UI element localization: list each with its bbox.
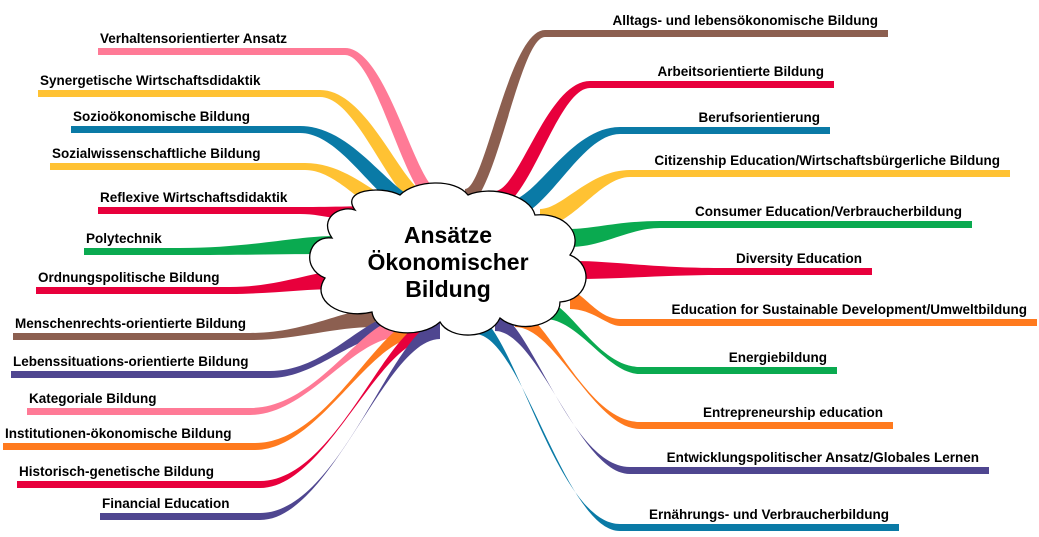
branch-underline [71,126,300,133]
branch-ribbon [575,261,720,279]
branch-left-11: Historisch-genetische Bildung [17,321,430,488]
branch-label: Kategoriale Bildung [29,391,157,406]
branch-label: Education for Sustainable Development/Um… [671,302,1027,317]
center-node: Ansätze Ökonomischer Bildung [309,182,587,336]
branch-label: Citizenship Education/Wirtschaftsbürgerl… [654,153,1000,168]
branch-underline [545,30,888,37]
center-cloud-shape [309,182,587,336]
branch-underline [36,287,230,294]
branch-right-7: Energiebildung [545,301,837,374]
branch-right-0: Alltags- und lebensökonomische Bildung [465,13,888,207]
branch-label: Alltags- und lebensökonomische Bildung [612,13,878,28]
branch-ribbon [495,81,590,209]
branch-right-2: Berufsorientierung [508,110,830,219]
branch-ribbon [508,127,620,219]
branch-ribbon [570,291,620,326]
branch-left-5: Polytechnik [84,231,335,255]
branch-ribbon [230,271,340,294]
branch-label: Synergetische Wirtschaftsdidaktik [40,73,261,88]
branch-underline [620,524,899,531]
branch-underline [640,422,893,429]
branch-label: Historisch-genetische Bildung [19,464,214,479]
branch-right-3: Citizenship Education/Wirtschaftsbürgerl… [540,153,1010,227]
branch-label: Sozialwissenschaftliche Bildung [52,146,261,161]
center-title-line-2: Ökonomischer [367,249,528,275]
branch-ribbon [250,319,400,415]
branch-ribbon [180,236,335,255]
branch-layer: Verhaltensorientierter AnsatzSynergetisc… [3,13,1037,531]
branch-label: Diversity Education [736,251,862,266]
branch-right-4: Consumer Education/Verbraucherbildung [570,204,972,247]
branch-underline [640,367,837,374]
branch-ribbon [570,221,660,247]
branch-label: Menschenrechts-orientierte Bildung [15,316,246,331]
branch-ribbon [495,313,630,474]
branch-ribbon [465,30,545,207]
branch-label: Arbeitsorientierte Bildung [657,64,824,79]
branch-label: Polytechnik [86,231,162,246]
branch-underline [38,90,320,97]
branch-ribbon [250,309,375,340]
branch-underline [11,371,270,378]
branch-underline [84,248,180,255]
branch-underline [98,48,345,55]
branch-label: Berufsorientierung [698,110,820,125]
branch-underline [630,467,989,474]
branch-ribbon [260,321,430,488]
branch-label: Entrepreneurship education [703,405,883,420]
branch-left-0: Verhaltensorientierter Ansatz [98,31,440,209]
branch-right-8: Entrepreneurship education [515,309,893,429]
branch-ribbon [540,170,630,227]
branch-right-1: Arbeitsorientierte Bildung [495,64,834,209]
branch-underline [620,127,830,134]
branch-label: Financial Education [102,496,230,511]
branch-label: Consumer Education/Verbraucherbildung [695,204,962,219]
branch-left-12: Financial Education [100,321,440,520]
branch-left-1: Synergetische Wirtschaftsdidaktik [38,73,432,214]
branch-label: Ordnungspolitische Bildung [38,270,220,285]
branch-ribbon [345,48,440,209]
branch-ribbon [260,321,440,520]
center-title-line-3: Bildung [405,276,491,302]
branch-underline [630,170,1010,177]
branch-label: Energiebildung [729,350,827,365]
branch-underline [620,319,1037,326]
branch-label: Lebenssituations-orientierte Bildung [13,354,249,369]
branch-ribbon [475,316,620,531]
branch-left-8: Lebenssituations-orientierte Bildung [11,316,395,378]
branch-underline [590,81,834,88]
branch-left-9: Kategoriale Bildung [27,319,400,415]
branch-right-5: Diversity Education [575,251,872,279]
branch-ribbon [255,319,420,450]
branch-ribbon [270,316,395,378]
branch-underline [720,268,872,275]
branch-label: Reflexive Wirtschaftsdidaktik [100,190,288,205]
branch-right-10: Ernährungs- und Verbraucherbildung [475,316,899,531]
branch-left-6: Ordnungspolitische Bildung [36,270,340,294]
branch-underline [50,163,305,170]
branch-underline [98,207,300,214]
branch-label: Verhaltensorientierter Ansatz [100,31,287,46]
branch-underline [660,221,972,228]
branch-right-9: Entwicklungspolitischer Ansatz/Globales … [495,313,989,474]
branch-label: Entwicklungspolitischer Ansatz/Globales … [667,450,979,465]
branch-ribbon [515,309,640,429]
branch-left-7: Menschenrechts-orientierte Bildung [13,309,375,340]
center-title-line-1: Ansätze [404,222,492,248]
branch-underline [3,443,255,450]
branch-left-10: Institutionen-ökonomische Bildung [3,319,420,450]
branch-label: Sozioökonomische Bildung [73,109,250,124]
branch-label: Ernährungs- und Verbraucherbildung [649,507,889,522]
branch-underline [13,333,250,340]
branch-underline [100,513,260,520]
branch-underline [27,408,250,415]
branch-label: Institutionen-ökonomische Bildung [5,426,232,441]
branch-right-6: Education for Sustainable Development/Um… [570,291,1037,326]
branch-underline [17,481,260,488]
branch-ribbon [545,301,640,374]
branch-ribbon [320,90,432,214]
